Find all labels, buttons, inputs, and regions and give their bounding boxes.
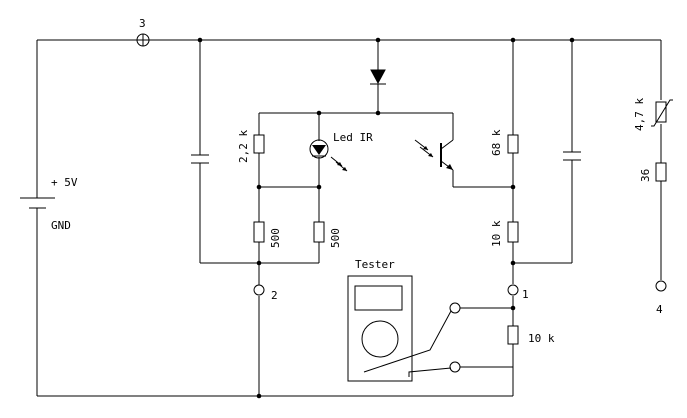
battery-symbol [20,197,55,209]
tester-terminal-top [449,302,461,314]
terminal-4 [655,280,667,292]
phototransistor-symbol [414,139,453,170]
capacitor-left [191,154,209,164]
resistor-500-left-label: 500 [269,228,282,248]
resistor-2-2k [253,134,265,154]
node-1-label: 1 [522,288,529,301]
tester-terminal-bottom [449,361,461,373]
resistor-10k-bottom [507,325,519,345]
multimeter-dial [361,320,399,358]
resistor-10k-top-label: 10 k [490,220,503,247]
gnd-label: GND [51,219,71,232]
tester-label: Tester [355,258,395,271]
led-label: Led IR [333,131,373,144]
thermistor-label: 4,7 k [633,98,646,131]
junction-dots [197,37,575,399]
node-4-label: 4 [656,303,663,316]
ir-led-symbol [309,139,348,172]
resistor-36 [655,162,667,182]
resistor-68k [507,134,519,154]
resistor-36-label: 36 [639,169,652,182]
resistor-10k-top [507,221,519,243]
multimeter-display [354,285,403,311]
capacitor-right [563,151,581,161]
resistor-500-right-label: 500 [329,228,342,248]
node-2-label: 2 [271,289,278,302]
resistor-2-2k-label: 2,2 k [237,130,250,163]
resistor-500-left [253,221,265,243]
resistor-500-right [313,221,325,243]
node-3-label: 3 [139,17,146,30]
resistor-68k-label: 68 k [490,129,503,156]
terminal-2 [253,284,265,296]
diode-symbol [370,69,386,85]
terminal-3 [136,33,150,47]
thermistor-symbol [651,99,673,127]
supply-label: + 5V [51,176,78,189]
resistor-10k-bottom-label: 10 k [528,332,555,345]
terminal-1 [507,284,519,296]
multimeter-tester [347,275,452,382]
